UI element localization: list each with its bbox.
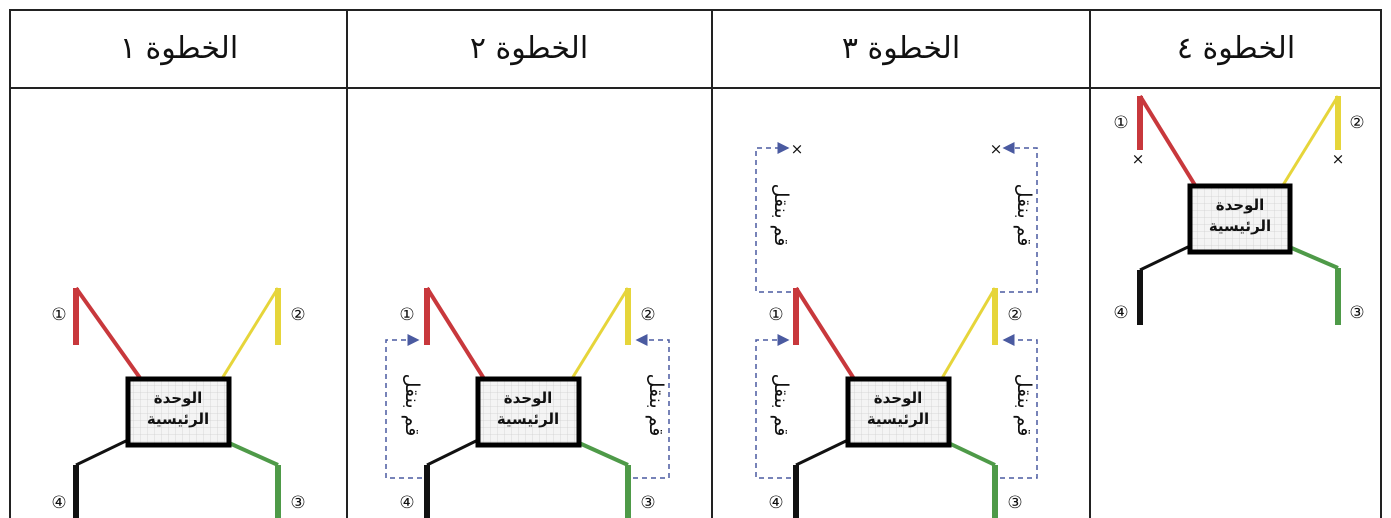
cable-number-2: ② bbox=[290, 305, 305, 325]
main-unit-label-line1: الوحدة bbox=[874, 389, 923, 407]
move-arrow-upper-right bbox=[1000, 142, 1038, 293]
move-label-lower-right: قم بنقل bbox=[1013, 374, 1035, 437]
cable-number-2: ② bbox=[1349, 113, 1364, 133]
main-unit-label-line1: الوحدة bbox=[154, 389, 203, 407]
cable-4-wire bbox=[75, 438, 129, 467]
main-unit-label-line2: الرئيسية bbox=[867, 410, 929, 428]
cable-number-2: ② bbox=[1007, 305, 1022, 325]
cable-number-1: ① bbox=[768, 305, 783, 325]
header-step-3: الخطوة ٣ bbox=[842, 31, 960, 66]
cable-number-3: ③ bbox=[290, 493, 305, 513]
main-unit-box bbox=[1187, 183, 1293, 255]
move-arrow-lower-left bbox=[755, 334, 791, 479]
cable-4-wire bbox=[426, 438, 479, 467]
cable-2-wire bbox=[1278, 95, 1340, 191]
move-arrow-right bbox=[633, 334, 670, 479]
header-step-2: الخطوة ٢ bbox=[470, 31, 588, 66]
cable-4-wire bbox=[1139, 244, 1191, 272]
cable-4-wire bbox=[795, 438, 849, 467]
main-unit-label-line2: الرئيسية bbox=[1209, 217, 1271, 235]
step-1-panel: الوحدة الرئيسية ① ② ③ ④ bbox=[51, 286, 306, 518]
cable-number-4: ④ bbox=[768, 493, 783, 513]
table-frame bbox=[9, 9, 1382, 518]
move-arrow-lower-right bbox=[1000, 334, 1038, 479]
step-3-panel: الوحدة الرئيسية قم بنقل قم بنقل قم بنقل … bbox=[755, 140, 1038, 518]
x-mark-left: × bbox=[791, 140, 804, 158]
main-unit-box bbox=[475, 376, 582, 448]
main-unit-label-line1: الوحدة bbox=[504, 389, 553, 407]
cable-number-4: ④ bbox=[51, 493, 66, 513]
step-2-panel: الوحدة الرئيسية قم بنقل قم بنقل ① ② ③ ④ bbox=[385, 286, 670, 518]
move-label-upper-left: قم بنقل bbox=[770, 184, 792, 247]
main-unit-label-line2: الرئيسية bbox=[497, 410, 559, 428]
cable-2-wire bbox=[216, 287, 280, 386]
cable-1-wire bbox=[794, 286, 860, 387]
step-4-panel: الوحدة الرئيسية × × ① ② ③ ④ bbox=[1113, 94, 1365, 325]
cable-number-2: ② bbox=[640, 305, 655, 325]
main-unit-label-line1: الوحدة bbox=[1216, 196, 1265, 214]
cable-number-3: ③ bbox=[1007, 493, 1022, 513]
x-mark-left: × bbox=[1132, 150, 1145, 168]
move-label-lower-left: قم بنقل bbox=[770, 374, 792, 437]
cable-number-4: ④ bbox=[399, 493, 414, 513]
cable-1-wire bbox=[74, 286, 147, 387]
cable-number-3: ③ bbox=[640, 493, 655, 513]
move-label-upper-right: قم بنقل bbox=[1013, 184, 1035, 247]
main-unit-box bbox=[125, 376, 232, 448]
move-label-left: قم بنقل bbox=[401, 374, 423, 437]
cable-2-wire bbox=[566, 287, 630, 386]
x-mark-right: × bbox=[990, 140, 1003, 158]
cable-1-wire bbox=[425, 286, 490, 387]
header-step-4: الخطوة ٤ bbox=[1177, 31, 1295, 66]
cable-number-3: ③ bbox=[1349, 303, 1364, 323]
cable-2-wire bbox=[936, 287, 997, 386]
cable-number-1: ① bbox=[1113, 113, 1128, 133]
move-label-right: قم بنقل bbox=[645, 374, 667, 437]
cable-1-wire bbox=[1138, 94, 1200, 192]
cable-number-1: ① bbox=[51, 305, 66, 325]
move-arrow-left bbox=[385, 334, 422, 479]
x-mark-right: × bbox=[1332, 150, 1345, 168]
main-unit-label-line2: الرئيسية bbox=[147, 410, 209, 428]
cable-number-4: ④ bbox=[1113, 303, 1128, 323]
cable-number-1: ① bbox=[399, 305, 414, 325]
header-step-1: الخطوة ١ bbox=[120, 31, 238, 66]
main-unit-box bbox=[845, 376, 952, 448]
